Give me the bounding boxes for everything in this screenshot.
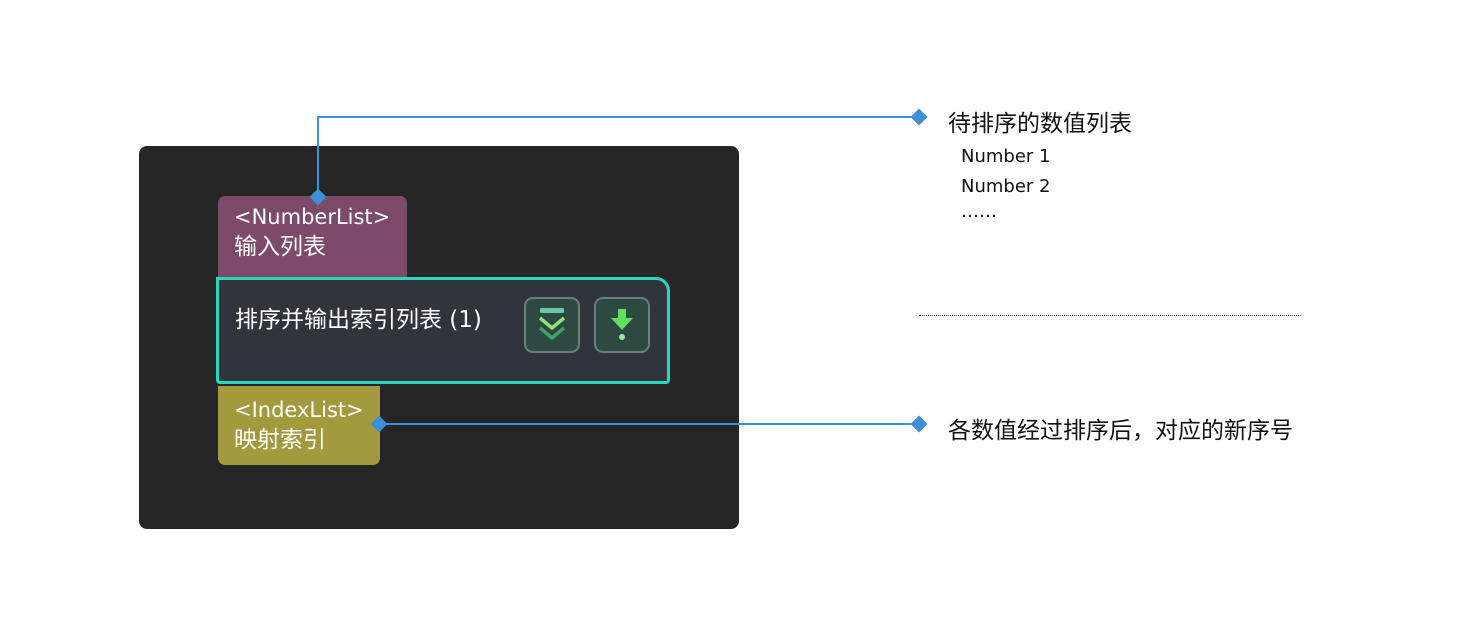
input-connector-line <box>317 116 919 197</box>
output-port-type: <IndexList> <box>234 398 364 422</box>
output-annotation-title: 各数值经过排序后，对应的新序号 <box>948 418 1293 444</box>
step-node[interactable]: 排序并输出索引列表 (1) <box>216 277 670 384</box>
output-port-anchor <box>370 415 388 433</box>
input-port-label: 输入列表 <box>234 234 326 260</box>
step-title: 排序并输出索引列表 (1) <box>235 307 482 333</box>
input-annotation-item: …… <box>961 201 997 222</box>
collapse-chevrons-icon <box>538 308 566 340</box>
input-annotation-item: Number 2 <box>961 176 1051 197</box>
collapse-button[interactable] <box>524 297 580 353</box>
input-annotation-marker <box>910 108 928 126</box>
input-annotation-item: Number 1 <box>961 146 1051 167</box>
output-annotation-marker <box>910 415 928 433</box>
input-annotation-title: 待排序的数值列表 <box>948 111 1132 137</box>
input-port-anchor <box>309 188 327 206</box>
input-port-type: <NumberList> <box>234 205 391 229</box>
input-port[interactable]: <NumberList> 输入列表 <box>218 196 407 278</box>
output-port[interactable]: <IndexList> 映射索引 <box>218 386 380 465</box>
annotation-divider <box>919 315 1301 316</box>
output-port-label: 映射索引 <box>234 427 326 453</box>
debug-output-button[interactable] <box>594 297 650 353</box>
debug-download-icon <box>611 309 633 340</box>
